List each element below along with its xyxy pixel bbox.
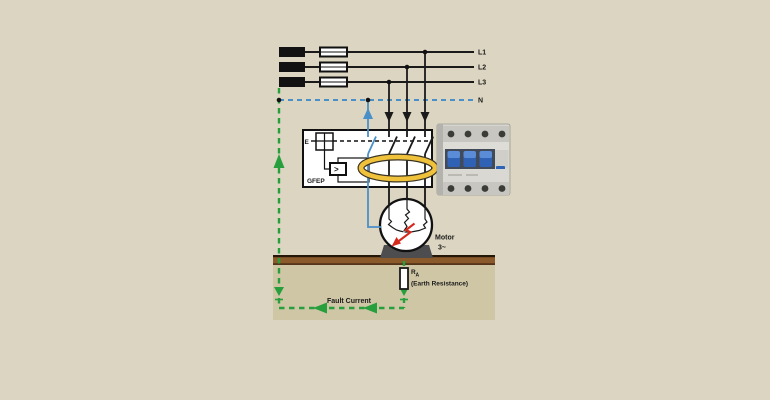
source-winding [279,62,305,72]
ct-toroid [357,153,439,183]
fuses [319,46,348,88]
up-arrow [273,154,285,168]
fault-arrowhead [391,237,401,247]
source-winding [279,47,305,57]
source-winding [279,77,305,87]
phase-down-arrow [384,112,394,122]
winding-l2 [403,187,411,232]
winding-l3 [387,187,404,233]
terminal-screws-top [447,130,506,138]
phase-down-arrow [420,112,430,122]
resistance-symbol-label: R [411,269,416,276]
neutral-up-arrow [363,108,373,119]
earth-terminal-label: E [305,139,310,146]
resistance-caption: (Earth Resistance) [411,281,468,288]
l1-label: L1 [478,50,486,57]
fault-bolt [391,222,416,247]
resistor-symbol [399,267,409,290]
fault-current-arrow [313,302,327,314]
motor-label: Motor [435,235,455,242]
soil-area [273,265,495,320]
motor-windings [387,187,428,233]
gfep-label: GFEP [307,178,325,185]
junction-dots [276,49,428,103]
neutral-bus: N [279,98,483,105]
earth-resistance: R A (Earth Resistance) [399,267,468,290]
earth-surface-strip [273,255,495,265]
fault-current-label: Fault Current [327,298,372,305]
supply-source: L1 L2 L3 [279,46,486,88]
toroid-ring [358,154,438,182]
l3-label: L3 [478,80,486,87]
terminal-screws-bottom [447,185,506,192]
l2-label: L2 [478,65,486,72]
phase-down-arrow [402,112,412,122]
n-label: N [478,98,483,105]
breaker-toggles [447,151,492,167]
earth-electrode-arrow-left [274,287,284,296]
fault-current-arrow [363,302,377,314]
breaker-photo [436,123,511,196]
earth-ground [273,255,495,320]
comparator-box [329,162,347,176]
comparator-symbol: > [334,165,339,174]
motor-phase-label: 3~ [438,245,446,252]
current-direction-arrows [363,108,430,122]
resistance-subscript: A [416,273,420,279]
winding-l1 [404,187,428,233]
